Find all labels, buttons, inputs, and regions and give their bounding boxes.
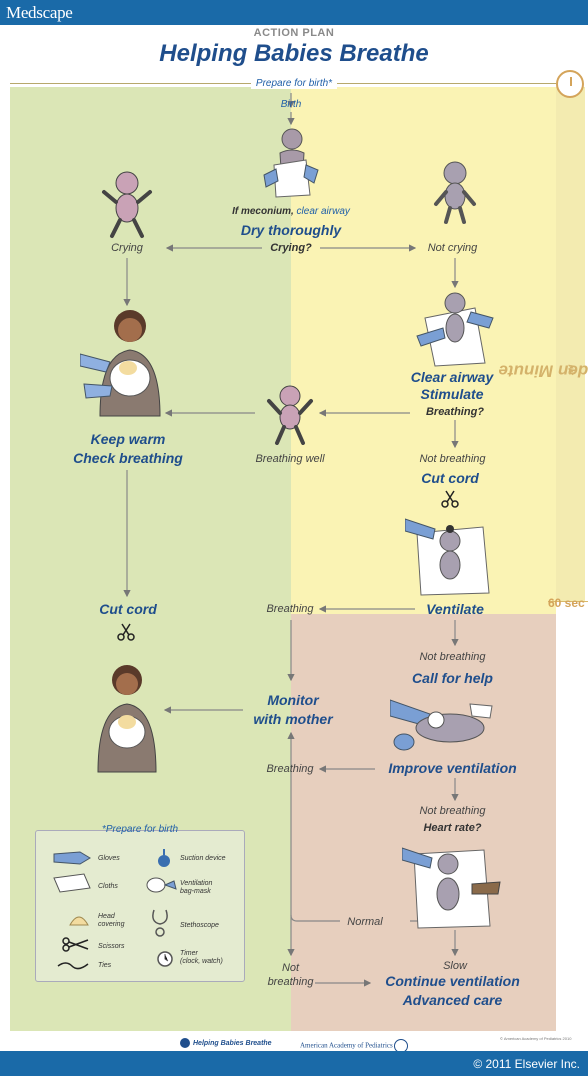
call-for-help-illustration	[390, 699, 493, 751]
action-plan-label: ACTION PLAN	[253, 27, 335, 39]
with-mother-step: with mother	[253, 711, 333, 727]
heart-rate-question: Heart rate?	[423, 822, 482, 834]
legend-label: Ties	[98, 962, 112, 969]
hbb-logo: Helping Babies Breathe	[180, 1038, 272, 1048]
baby-stimulate-illustration	[416, 292, 494, 367]
breathing-question: Breathing?	[425, 406, 485, 418]
stimulate-step: Stimulate	[420, 386, 484, 402]
top-bar	[0, 0, 588, 25]
breathing-well-label: Breathing well	[255, 453, 325, 465]
crying-question: Crying?	[270, 242, 312, 254]
mother-monitor-illustration	[97, 665, 157, 773]
not-crying-label: Not crying	[427, 242, 478, 254]
legend-label: Timer(clock, watch)	[180, 950, 223, 965]
heart-rate-illustration	[402, 847, 501, 929]
timer-icon	[157, 951, 173, 967]
legend-label: Cloths	[98, 883, 118, 890]
crying-label: Crying	[111, 242, 143, 254]
red-zone	[291, 614, 556, 1031]
not-breathing-label: Not breathing	[419, 651, 486, 663]
not-breathing-label: Not breathing	[419, 805, 486, 817]
prepare-for-birth-label: Prepare for birth*	[250, 78, 338, 89]
monitor-step: Monitor	[267, 692, 319, 708]
sixty-sec-label: 60 sec	[548, 596, 585, 610]
baby-crying-illustration	[102, 171, 152, 238]
brand-logo[interactable]: Medscape	[6, 3, 73, 22]
not-breathing-label: breathing	[267, 976, 314, 988]
check-breathing-step: Check breathing	[73, 450, 183, 466]
advanced-care-step: Advanced care	[402, 992, 503, 1008]
copyright: © 2011 Elsevier Inc.	[473, 1057, 580, 1071]
scissors-icon	[441, 490, 459, 508]
dry-thoroughly-step: Dry thoroughly	[240, 222, 342, 238]
scissors-icon	[117, 623, 135, 641]
baby-birth-illustration	[263, 128, 319, 198]
birth-label: Birth	[280, 99, 302, 110]
legend-label: Suction device	[180, 855, 226, 862]
breathing-label: Breathing	[266, 603, 314, 615]
cut-cord-step-right: Cut cord	[421, 470, 479, 486]
slow-label: Slow	[443, 960, 467, 972]
legend-title: *Prepare for birth	[101, 824, 179, 835]
mother-baby-skin-to-skin-illustration	[80, 310, 161, 417]
ties-icon	[57, 962, 89, 970]
scissors-icon	[62, 937, 89, 952]
footer-bar	[0, 1051, 588, 1076]
legend-label: Gloves	[98, 855, 120, 862]
bag-mask-icon	[146, 877, 177, 893]
fine-print: © American Academy of Pediatrics 2010	[500, 1036, 572, 1041]
stethoscope-icon	[152, 909, 168, 937]
gloves-icon	[53, 851, 91, 865]
baby-breathing-well-illustration	[267, 385, 313, 445]
head-covering-icon	[69, 916, 89, 926]
improve-ventilation-step: Improve ventilation	[388, 760, 517, 776]
continue-ventilation-step: Continue ventilation	[385, 973, 520, 989]
call-for-help-step: Call for help	[412, 670, 493, 686]
keep-warm-step: Keep warm	[90, 431, 166, 447]
cloths-icon	[53, 873, 91, 893]
breathing-label: Breathing	[266, 763, 314, 775]
legend-label: Stethoscope	[180, 922, 219, 929]
golden-minute-bar	[556, 87, 585, 601]
meconium-label: If meconium, clear airway	[232, 206, 350, 217]
suction-icon	[158, 849, 170, 867]
not-breathing-label: Not	[281, 962, 300, 974]
poster-header	[0, 25, 588, 87]
baby-ventilate-illustration	[405, 518, 490, 596]
sixty-sec-line	[548, 601, 588, 602]
not-breathing-label: Not breathing	[419, 453, 486, 465]
page-title: Helping Babies Breathe	[159, 40, 429, 67]
clear-airway-step: Clear airway	[410, 369, 494, 385]
normal-label: Normal	[340, 916, 390, 928]
cut-cord-step-left: Cut cord	[99, 601, 157, 617]
legend-label: Scissors	[98, 943, 125, 950]
baby-not-crying-illustration	[434, 161, 476, 224]
clock-icon	[556, 70, 584, 98]
ventilate-step: Ventilate	[426, 601, 484, 617]
